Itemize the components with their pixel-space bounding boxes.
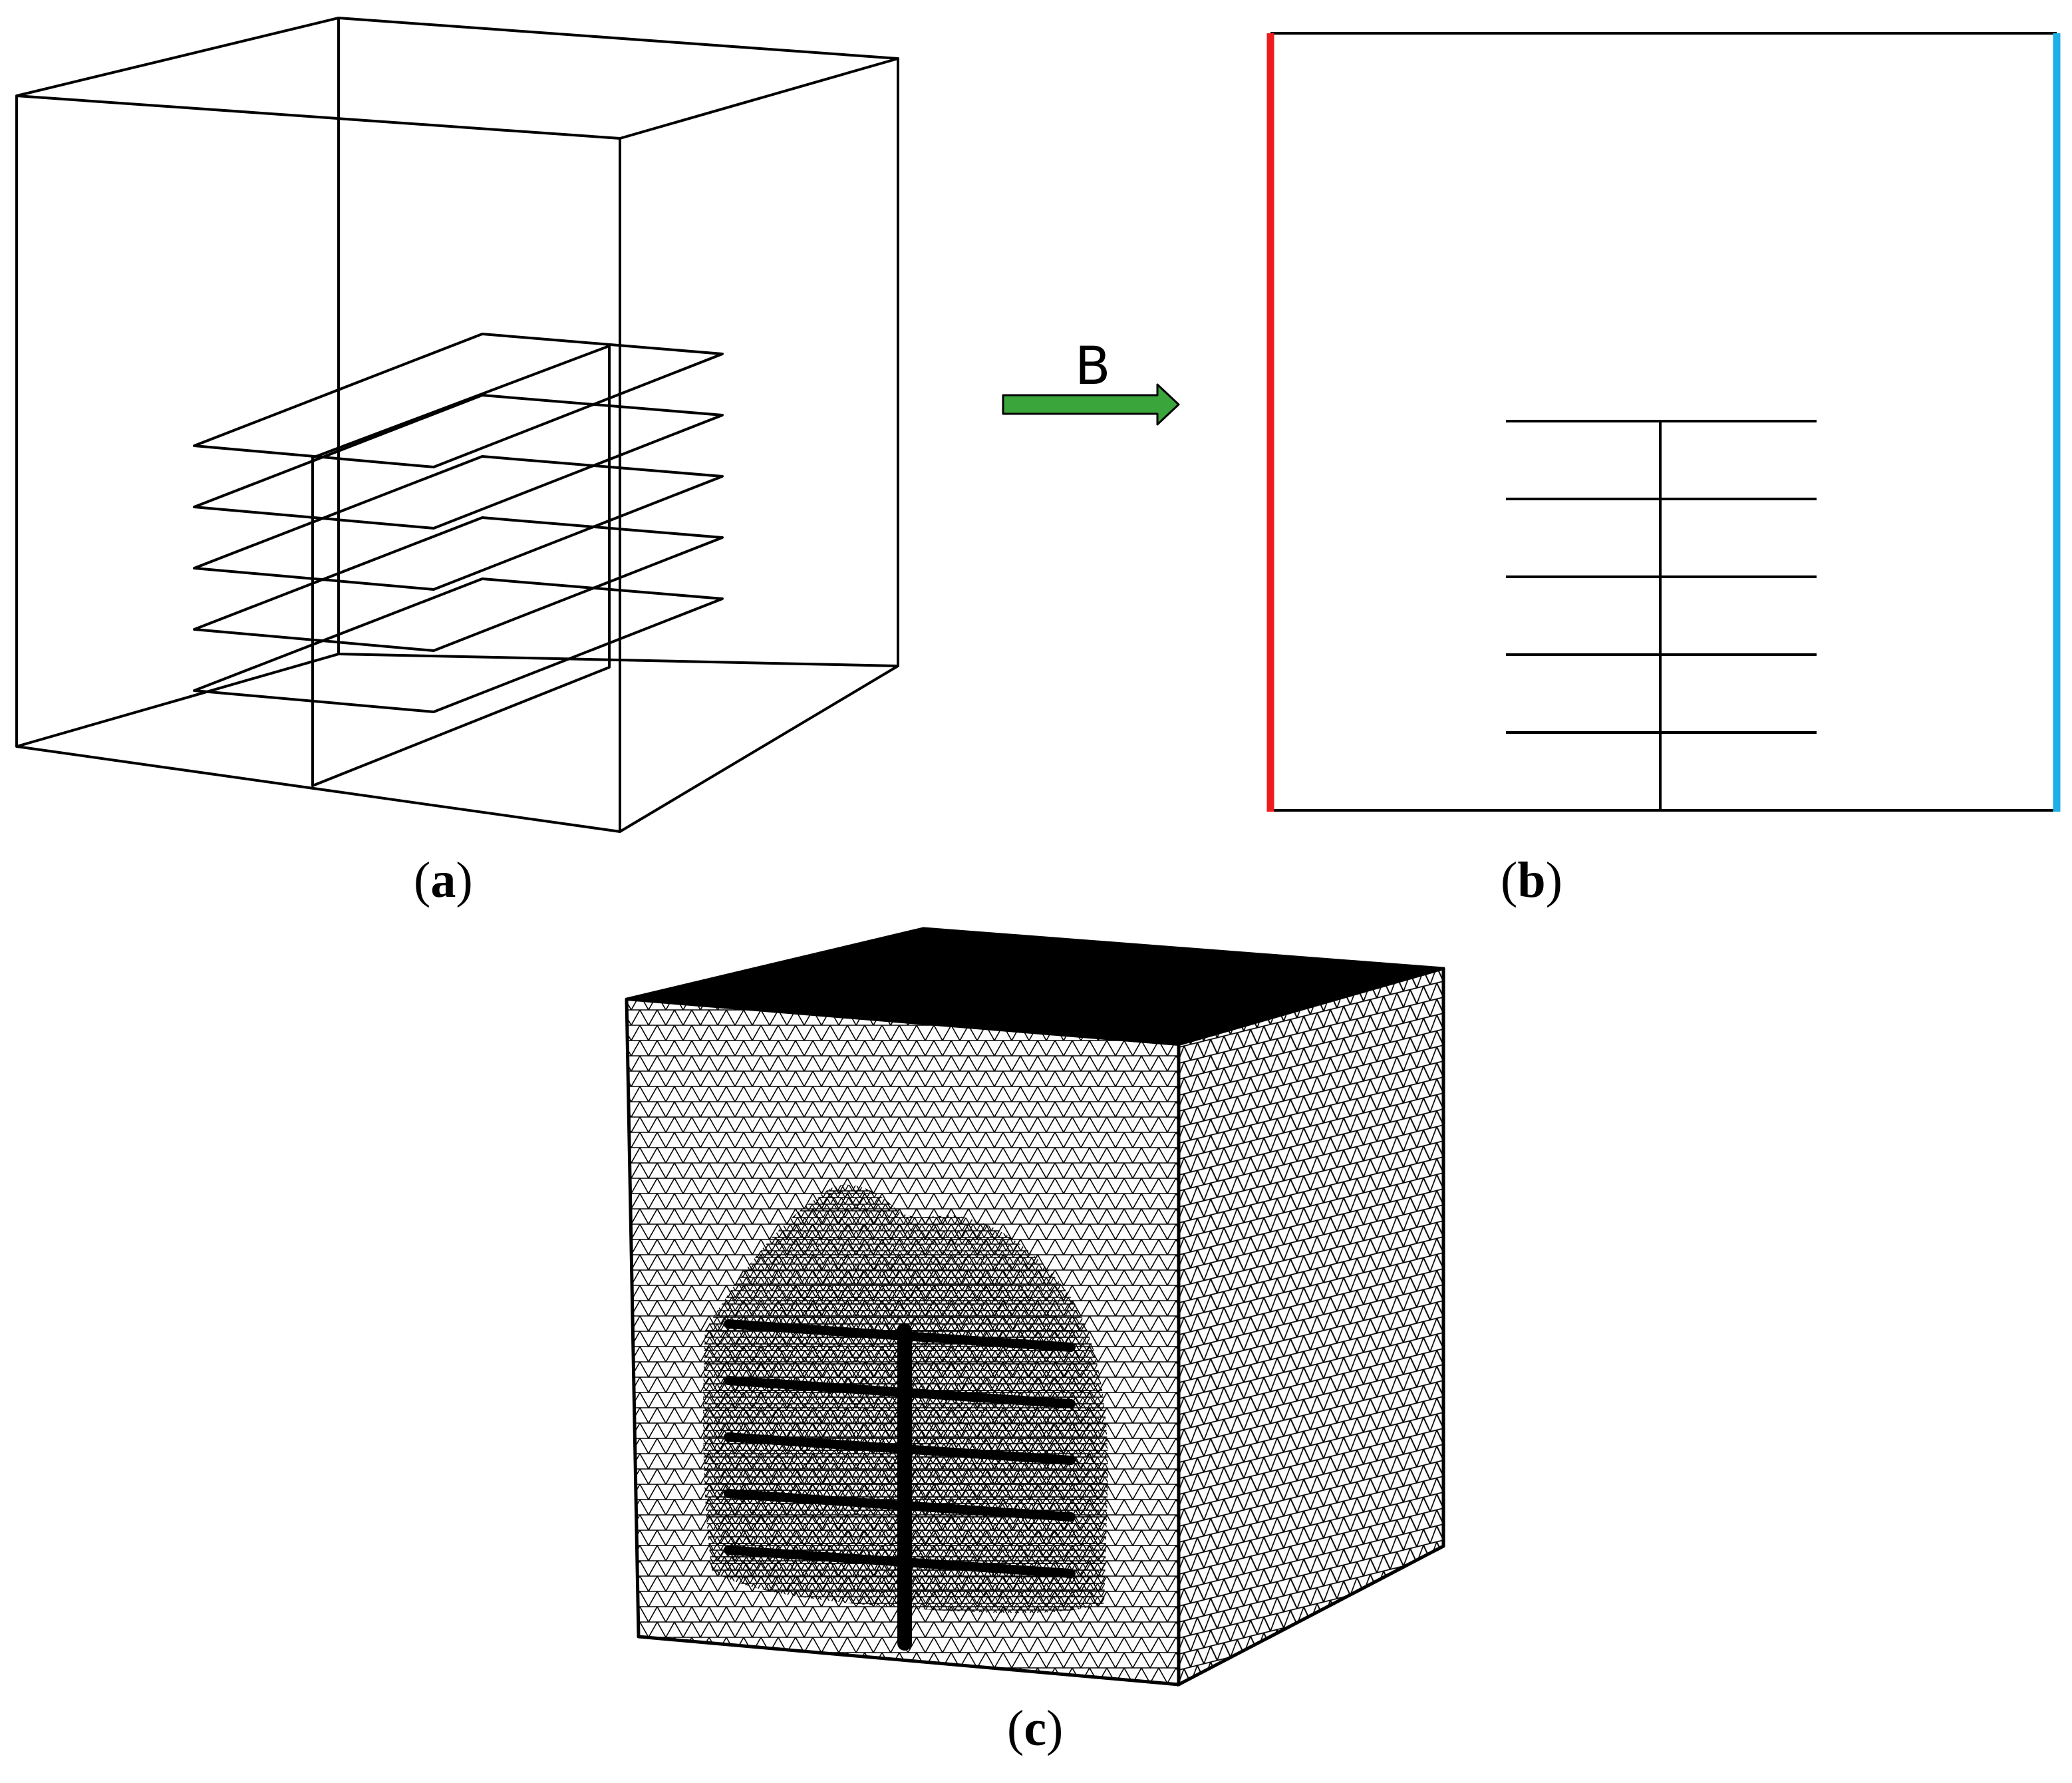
caption-b-letter: b — [1517, 852, 1546, 908]
caption-c: (c) — [1007, 1703, 1063, 1754]
panel-a-wireframe — [15, 17, 899, 833]
caption-b-close: ) — [1545, 852, 1562, 908]
plate — [193, 455, 724, 591]
plate — [193, 516, 724, 652]
plate — [193, 333, 724, 468]
plate — [193, 394, 724, 530]
box-edge — [16, 653, 339, 748]
box-edge — [16, 17, 339, 97]
caption-c-open: ( — [1007, 1701, 1024, 1756]
box-edge — [619, 57, 899, 140]
caption-a-letter: a — [430, 852, 456, 908]
box-back-face — [337, 17, 899, 667]
caption-b: (b) — [1501, 855, 1562, 905]
field-label-b: B — [1075, 337, 1111, 397]
caption-b-open: ( — [1501, 852, 1518, 908]
center-sheet — [311, 345, 611, 787]
caption-c-close: ) — [1046, 1701, 1064, 1756]
caption-a-close: ) — [456, 852, 473, 908]
caption-c-letter: c — [1024, 1701, 1047, 1756]
box-edge — [619, 665, 899, 833]
plate — [193, 577, 724, 713]
caption-a-open: ( — [414, 852, 431, 908]
field-arrow — [1002, 383, 1180, 426]
arrow-right-icon — [1002, 383, 1180, 426]
mesh-plate-traces — [724, 1319, 1076, 1651]
panel-b-section — [1266, 32, 2061, 812]
caption-a: (a) — [414, 855, 473, 905]
panel-c-mesh — [625, 927, 1445, 1687]
